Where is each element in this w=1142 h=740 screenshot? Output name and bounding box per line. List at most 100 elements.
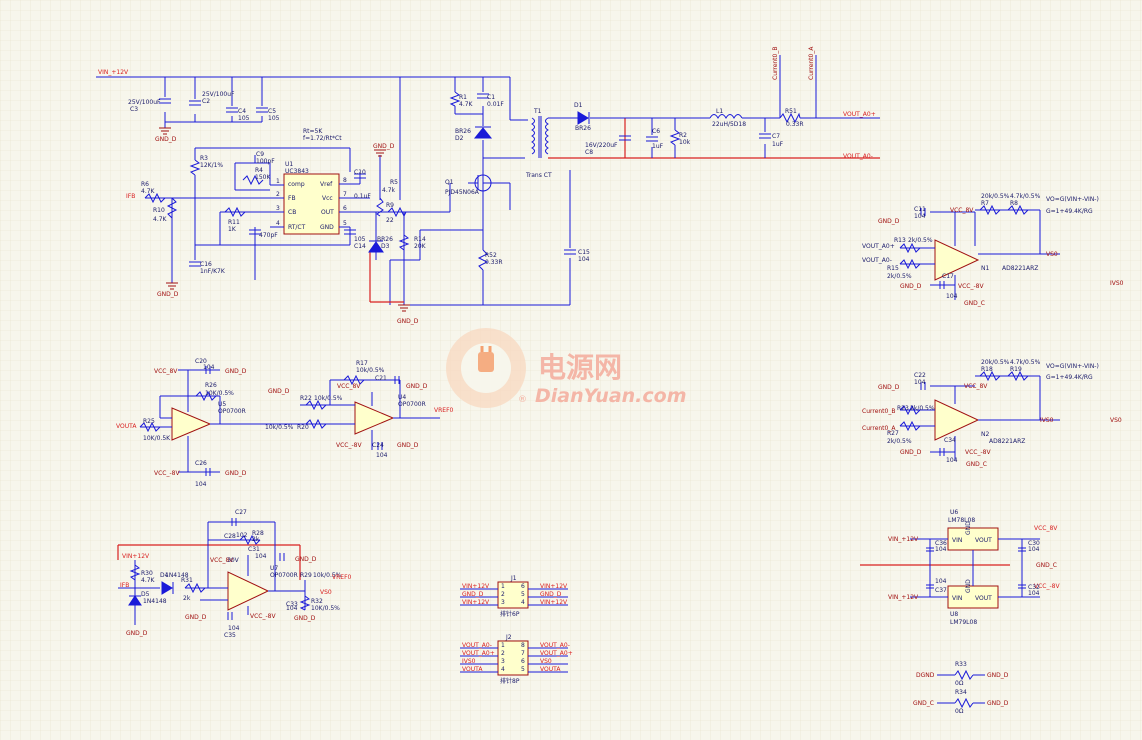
c27-ref: C27 (235, 509, 247, 516)
c26-ref: C26 (195, 460, 207, 467)
c22-value: 104 (914, 379, 926, 386)
r27-ref: R27 (887, 430, 899, 437)
j2-pin-left-net: IVS0 (462, 658, 476, 665)
n2-value: AD8221ARZ (989, 438, 1025, 445)
r6-value: 4.7K (141, 188, 156, 195)
watermark: 电源网 DianYuan.com ® (446, 328, 687, 408)
r3-value: 12K/1% (200, 162, 223, 169)
j2-pin-right-net: VOUT_A0+ (540, 650, 573, 657)
j1-ref: J1 (510, 575, 517, 582)
net-dgnd: DGND (916, 672, 935, 679)
u8-gnd: GND (965, 579, 972, 593)
opamp-u5-u4 (139, 366, 440, 476)
r19-ref: R19 (1010, 366, 1022, 373)
c34-ref: C34 (944, 437, 956, 444)
r19-value: 4.7k/0.5% (1010, 359, 1041, 366)
gnd-label-n1a: GND_D (878, 218, 900, 225)
in-amp-n1-labels: C11 104 GND_D VCC_8V 20k/0.5% R7 4.7k/0.… (862, 193, 1124, 307)
j2-pin-right-pin: 6 (521, 658, 525, 665)
net-vcc-8v: VCC_-8V (1034, 583, 1060, 590)
u6-ref: U6 (950, 509, 958, 516)
u1-ref: U1 (285, 161, 293, 168)
d3-label: D3 (381, 243, 390, 250)
u8-vout: VOUT (975, 595, 992, 602)
pin-cb: CB (288, 209, 296, 216)
gnd-label-1: GND_D (155, 136, 177, 143)
r13-ref: R13 (894, 237, 906, 244)
r22-value: 10k/0.5% (314, 395, 343, 402)
j1-pin-right-pin: 6 (521, 583, 525, 590)
r30-value: 4.7K (141, 577, 156, 584)
r9-ref: R9 (386, 202, 394, 209)
net-current-b: Current0_B (772, 47, 779, 80)
r31-ref: R31 (181, 577, 193, 584)
r31-value: 2k (183, 595, 191, 602)
power-stage (96, 76, 571, 306)
br26b-label: BR26 (575, 125, 591, 132)
passive-symbols (144, 91, 801, 271)
pin-vcc: Vcc (322, 195, 333, 202)
in-amp-n1 (899, 204, 1060, 300)
c36-value: 104 (935, 546, 947, 553)
l1-value: 22uH/5D18 (712, 121, 746, 128)
net-ivs0-edge: IVS0 (1110, 280, 1124, 287)
c3-ref: C3 (130, 106, 138, 113)
net-vin-u6: VIN_+12V (888, 536, 919, 543)
secondary-nets (117, 118, 1010, 580)
c10-ref: C10 (354, 169, 366, 176)
j2-pin-left-net: VOUT_A0- (462, 642, 492, 649)
r20-ref: R20 (297, 424, 309, 431)
j1-pin-left-pin: 2 (501, 591, 505, 598)
r29-value: 10k/0.5% (313, 572, 342, 579)
c3-value: 25V/100uF (128, 99, 161, 106)
c15-value: 104 (578, 256, 590, 263)
gnd-label-u7b: GND_D (126, 630, 148, 637)
gnd-label-u4b: GND_D (406, 383, 428, 390)
r17-ref: R17 (356, 360, 368, 367)
regulator-labels: U6 LM78L08 VIN VOUT GND VIN VOUT GND U8 … (888, 509, 1060, 626)
c8-ref: C8 (585, 149, 593, 156)
c32-ref: C32 (1028, 584, 1040, 591)
q1-ref: Q1 (445, 179, 454, 186)
q1-value: PJD45N06A (445, 189, 480, 196)
r23-ref: R23 (897, 405, 909, 412)
c36-ref: C36 (935, 540, 947, 547)
c7-value: 1uF (772, 141, 784, 148)
r26-value: 10K/0.5% (205, 390, 234, 397)
r15-ref: R15 (887, 265, 899, 272)
j2-pin-right-net: VS0 (540, 658, 552, 665)
pin-num-6: 6 (343, 205, 347, 212)
j1-pin-right-net: VIN+12V (540, 599, 568, 606)
j2-pin-right-pin: 7 (521, 650, 525, 657)
u5-value: OP0700R (218, 408, 246, 415)
r52-ref: R52 (485, 252, 497, 259)
net-vin-u8: VIN_+12V (888, 594, 919, 601)
c35-ref: C35 (224, 632, 236, 639)
net-vcc8v: VCC_8V (1034, 525, 1058, 532)
j1-pin-left-net: VIN+12V (462, 583, 490, 590)
r32-value: 10K/0.5% (311, 605, 340, 612)
r1-value: 4.7K (459, 101, 474, 108)
regulators (910, 527, 1040, 609)
vcc-neg-label-u4: VCC_-8V (336, 442, 362, 449)
c34-value: 104 (946, 457, 958, 464)
n2-ref: N2 (981, 431, 989, 438)
c4-ref: C4 (238, 108, 246, 115)
r23-value: 2k/0.5% (910, 405, 935, 412)
pin-num-1: 1 (276, 178, 280, 185)
c17-ref: C17 (942, 273, 954, 280)
c31-ref: C31 (248, 546, 260, 553)
j1-pin-left-net: VIN+12V (462, 599, 490, 606)
c1-value: 0.01F (487, 101, 504, 108)
opamp-u7 (118, 518, 311, 625)
zero-ohm-links (937, 669, 985, 709)
r2-value: 10k (679, 139, 691, 146)
net-vout-neg-n1: VOUT_A0- (862, 257, 892, 264)
c35-value: 104 (286, 605, 298, 612)
j2-pin-right-net: VOUT_A0- (540, 642, 570, 649)
r9-value: 22 (386, 217, 394, 224)
u6-vout: VOUT (975, 537, 992, 544)
c14-ref: C14 (354, 243, 366, 250)
net-ifb: IFB (126, 193, 135, 200)
r6-ref: R6 (141, 181, 149, 188)
